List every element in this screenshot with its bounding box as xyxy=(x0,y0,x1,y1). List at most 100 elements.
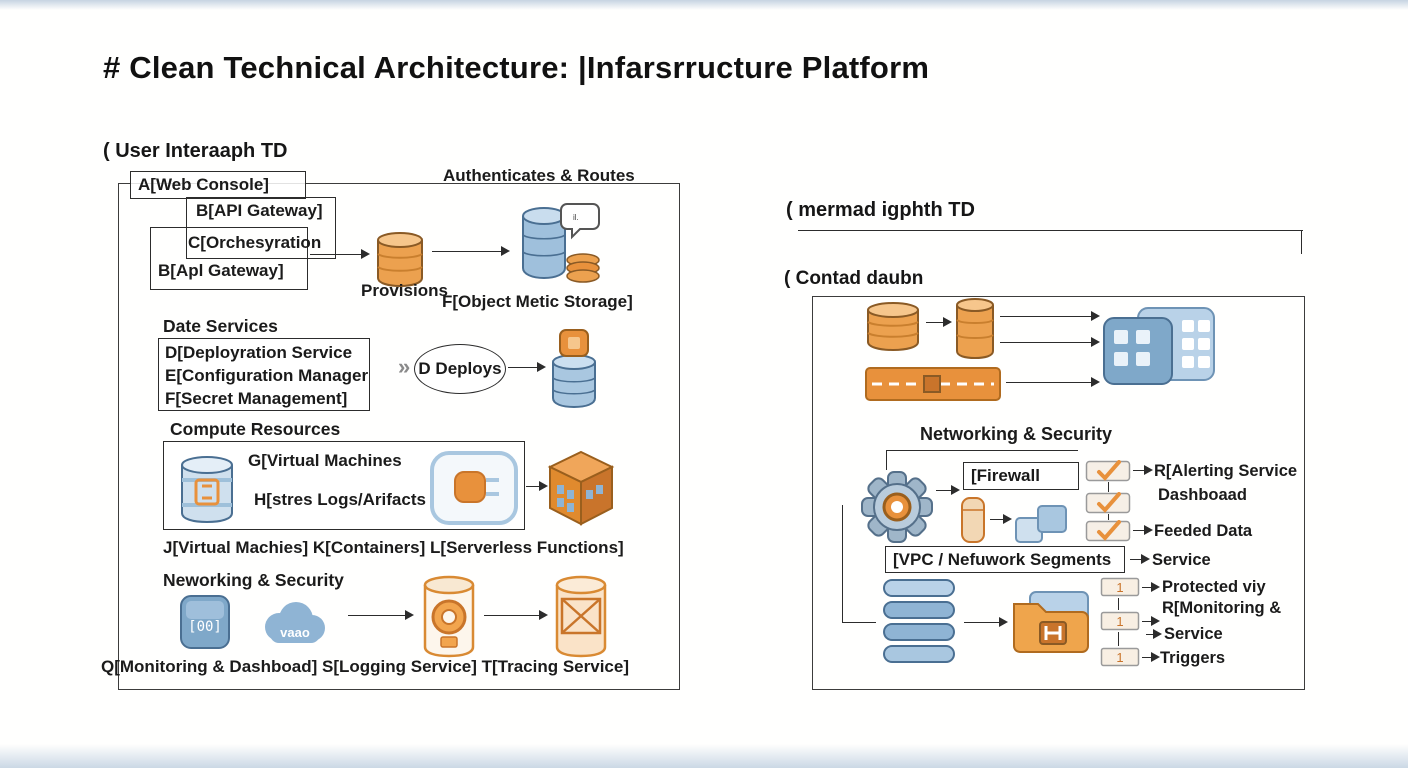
check-box-icon xyxy=(1085,460,1131,482)
label-alerting-service: R[Alerting Service xyxy=(1154,462,1298,480)
node-vpc-label: [VPC / Nefuwork Segments xyxy=(893,549,1112,569)
arrow-icon xyxy=(526,481,548,491)
arrow-icon xyxy=(1000,337,1100,347)
arrow-icon xyxy=(1133,465,1153,475)
node-firewall-label: [Firewall xyxy=(971,466,1040,485)
arrow-icon xyxy=(348,610,414,620)
data-services-box: D[Deployration Service E[Configuration M… xyxy=(158,338,370,411)
logging-cylinder-icon xyxy=(420,573,478,659)
connector-line xyxy=(886,450,887,470)
label-service-top: Service xyxy=(1152,551,1211,569)
arrow-icon xyxy=(1146,629,1162,639)
node-vpc-segments: [VPC / Nefuwork Segments xyxy=(885,546,1125,573)
source-db-icon xyxy=(864,300,922,352)
edge-label-provisions: Provisions xyxy=(361,281,448,300)
object-storage-db-icon: il. xyxy=(515,198,605,290)
disk-stack-icon xyxy=(878,576,960,668)
node-api-gateway-inner: B[Apl Gateway] xyxy=(158,261,284,280)
vm-cylinder-icon xyxy=(176,453,238,526)
node-configuration-manager: E[Configuration Manager xyxy=(165,366,369,385)
node-secret-management: F[Secret Management] xyxy=(165,389,348,408)
step-one-text: 1 xyxy=(1116,580,1123,595)
arrow-icon xyxy=(1142,582,1160,592)
connector-line xyxy=(1118,598,1119,610)
node-logs-artifacts: H[stres Logs/Arifacts xyxy=(254,490,426,509)
section-compute-title: Compute Resources xyxy=(170,419,341,439)
label-service-bottom: Service xyxy=(1164,625,1223,643)
arrow-icon xyxy=(1142,652,1160,662)
arrow-icon xyxy=(432,246,510,256)
nested-box-inner xyxy=(150,227,308,290)
right-panel-sublabel: ( Contad daubn xyxy=(784,268,924,289)
connector-line xyxy=(1108,482,1109,492)
node-orchestration: C[Orchesyration xyxy=(188,233,322,252)
page-title: # Clean Technical Architecture: |Infarsr… xyxy=(103,50,930,85)
node-web-console: A[Web Console] xyxy=(130,171,306,199)
container-icon xyxy=(428,449,520,527)
arrow-icon xyxy=(1142,616,1160,626)
serverless-cube-icon xyxy=(546,448,616,528)
step-one-box-icon: 1 xyxy=(1100,647,1140,667)
arrow-icon xyxy=(1130,554,1150,564)
node-api-gateway-top: B[API Gateway] xyxy=(196,201,323,220)
gear-icon xyxy=(860,468,934,546)
deploys-text: D Deploys xyxy=(418,359,502,378)
node-virtual-machines: G[Virtual Machines xyxy=(248,451,402,470)
step-one-text: 1 xyxy=(1116,650,1123,665)
label-monitoring: R[Monitoring & xyxy=(1162,599,1282,617)
label-underline-end xyxy=(1301,230,1302,254)
label-protected: Protected viy xyxy=(1162,578,1266,596)
section-networking-title-left: Neworking & Security xyxy=(163,570,344,590)
step-one-text: 1 xyxy=(1116,614,1123,629)
arrow-icon xyxy=(310,249,370,259)
connector-line xyxy=(842,622,876,623)
node-firewall: [Firewall xyxy=(963,462,1079,490)
arrow-icon xyxy=(1006,377,1100,387)
mini-stack-icon xyxy=(1012,500,1070,546)
label-feeded-data: Feeded Data xyxy=(1154,522,1253,540)
datacenter-grid-icon xyxy=(1100,304,1218,388)
arrow-icon xyxy=(990,514,1012,524)
codebox-text: [00] xyxy=(188,619,222,635)
page-edge-gradient-top xyxy=(0,0,1408,10)
right-panel-border xyxy=(812,296,1305,690)
arrow-icon xyxy=(508,362,546,372)
pipeline-dashed-box-icon xyxy=(864,366,1002,402)
edge-label-authenticates-routes: Authenticates & Routes xyxy=(443,166,635,185)
connector-line xyxy=(886,450,1078,451)
tracing-cylinder-icon xyxy=(552,573,610,659)
edge-label-deploys: D Deploys xyxy=(414,344,506,394)
label-dashboard: Dashboaad xyxy=(1158,486,1247,504)
step-one-box-icon: 1 xyxy=(1100,611,1140,631)
connector-line xyxy=(842,505,843,622)
node-deployment-service: D[Deployration Service xyxy=(165,343,353,362)
label-triggers: Triggers xyxy=(1160,649,1226,667)
check-box-icon xyxy=(1085,520,1131,542)
section-data-services-title: Date Services xyxy=(163,316,278,336)
step-one-box-icon: 1 xyxy=(1100,577,1140,597)
cloud-text: vaao xyxy=(280,625,310,640)
provisioner-db-icon xyxy=(374,230,426,288)
small-pill-icon xyxy=(960,496,986,544)
page-edge-gradient-bottom xyxy=(0,744,1408,768)
arrow-icon xyxy=(1000,311,1100,321)
svg-text:il.: il. xyxy=(573,213,579,222)
compute-caption: J[Virtual Machies] K[Containers] L[Serve… xyxy=(163,538,624,557)
nested-box-outer xyxy=(186,197,336,259)
left-panel-border xyxy=(118,183,680,690)
arrow-icon xyxy=(964,617,1008,627)
chevron-icon: » xyxy=(398,354,411,379)
code-box-icon: [00] xyxy=(178,593,232,651)
node-web-console-label: A[Web Console] xyxy=(138,175,269,194)
left-panel-label: ( User Interaaph TD xyxy=(103,140,288,162)
arrow-icon xyxy=(484,610,548,620)
check-box-icon xyxy=(1085,492,1131,514)
deploy-target-db-icon xyxy=(548,326,600,410)
label-underline xyxy=(798,230,1303,231)
replica-db-icon xyxy=(954,296,996,360)
section-networking-title-right: Networking & Security xyxy=(920,424,1113,444)
connector-line xyxy=(1118,632,1119,646)
arrow-icon xyxy=(936,485,960,495)
arrow-icon xyxy=(1133,525,1153,535)
